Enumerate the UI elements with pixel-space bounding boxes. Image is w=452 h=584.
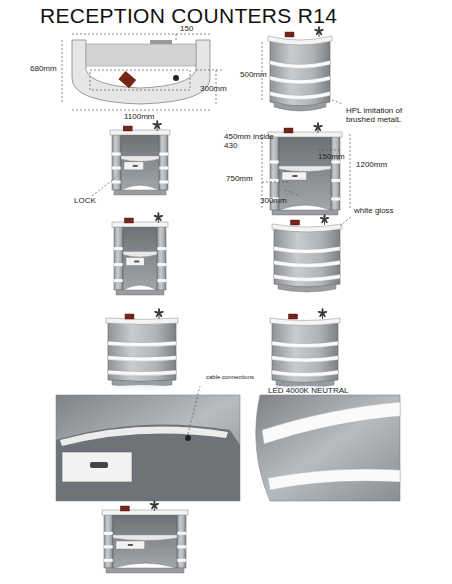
dimension-label: LED 4000K NEUTRAL (268, 386, 348, 395)
counter-figure (110, 120, 170, 195)
dimension-label: 300mm (260, 196, 287, 205)
dimension-label: 680mm (30, 64, 57, 73)
dimension-label: cable connections (206, 374, 254, 381)
detail-zoom (56, 386, 240, 501)
detail-zoom (244, 395, 400, 501)
counter-figure (102, 500, 188, 573)
dimension-label: HPL imitation of brushed metalL (346, 106, 426, 124)
counter-figure (268, 26, 332, 111)
dimension-label: white gloss (354, 206, 394, 215)
counter-figure (106, 308, 178, 390)
plan-view (62, 34, 224, 110)
dimension-label: 1100mm (124, 112, 155, 121)
dimension-label: 1200mm (356, 160, 387, 169)
counter-figure (270, 308, 340, 391)
dimension-label: 150mm (318, 152, 345, 161)
dimension-label: 500mm (240, 70, 267, 79)
dimension-label: LOCK (74, 196, 96, 205)
dimension-label: 450mm inside 430 (224, 132, 274, 150)
counter-figure (112, 212, 168, 295)
dimension-label: 300mm (200, 84, 227, 93)
counter-figure (272, 214, 342, 292)
dimension-label: 150 (180, 24, 193, 33)
dimension-label: 750mm (226, 174, 253, 183)
